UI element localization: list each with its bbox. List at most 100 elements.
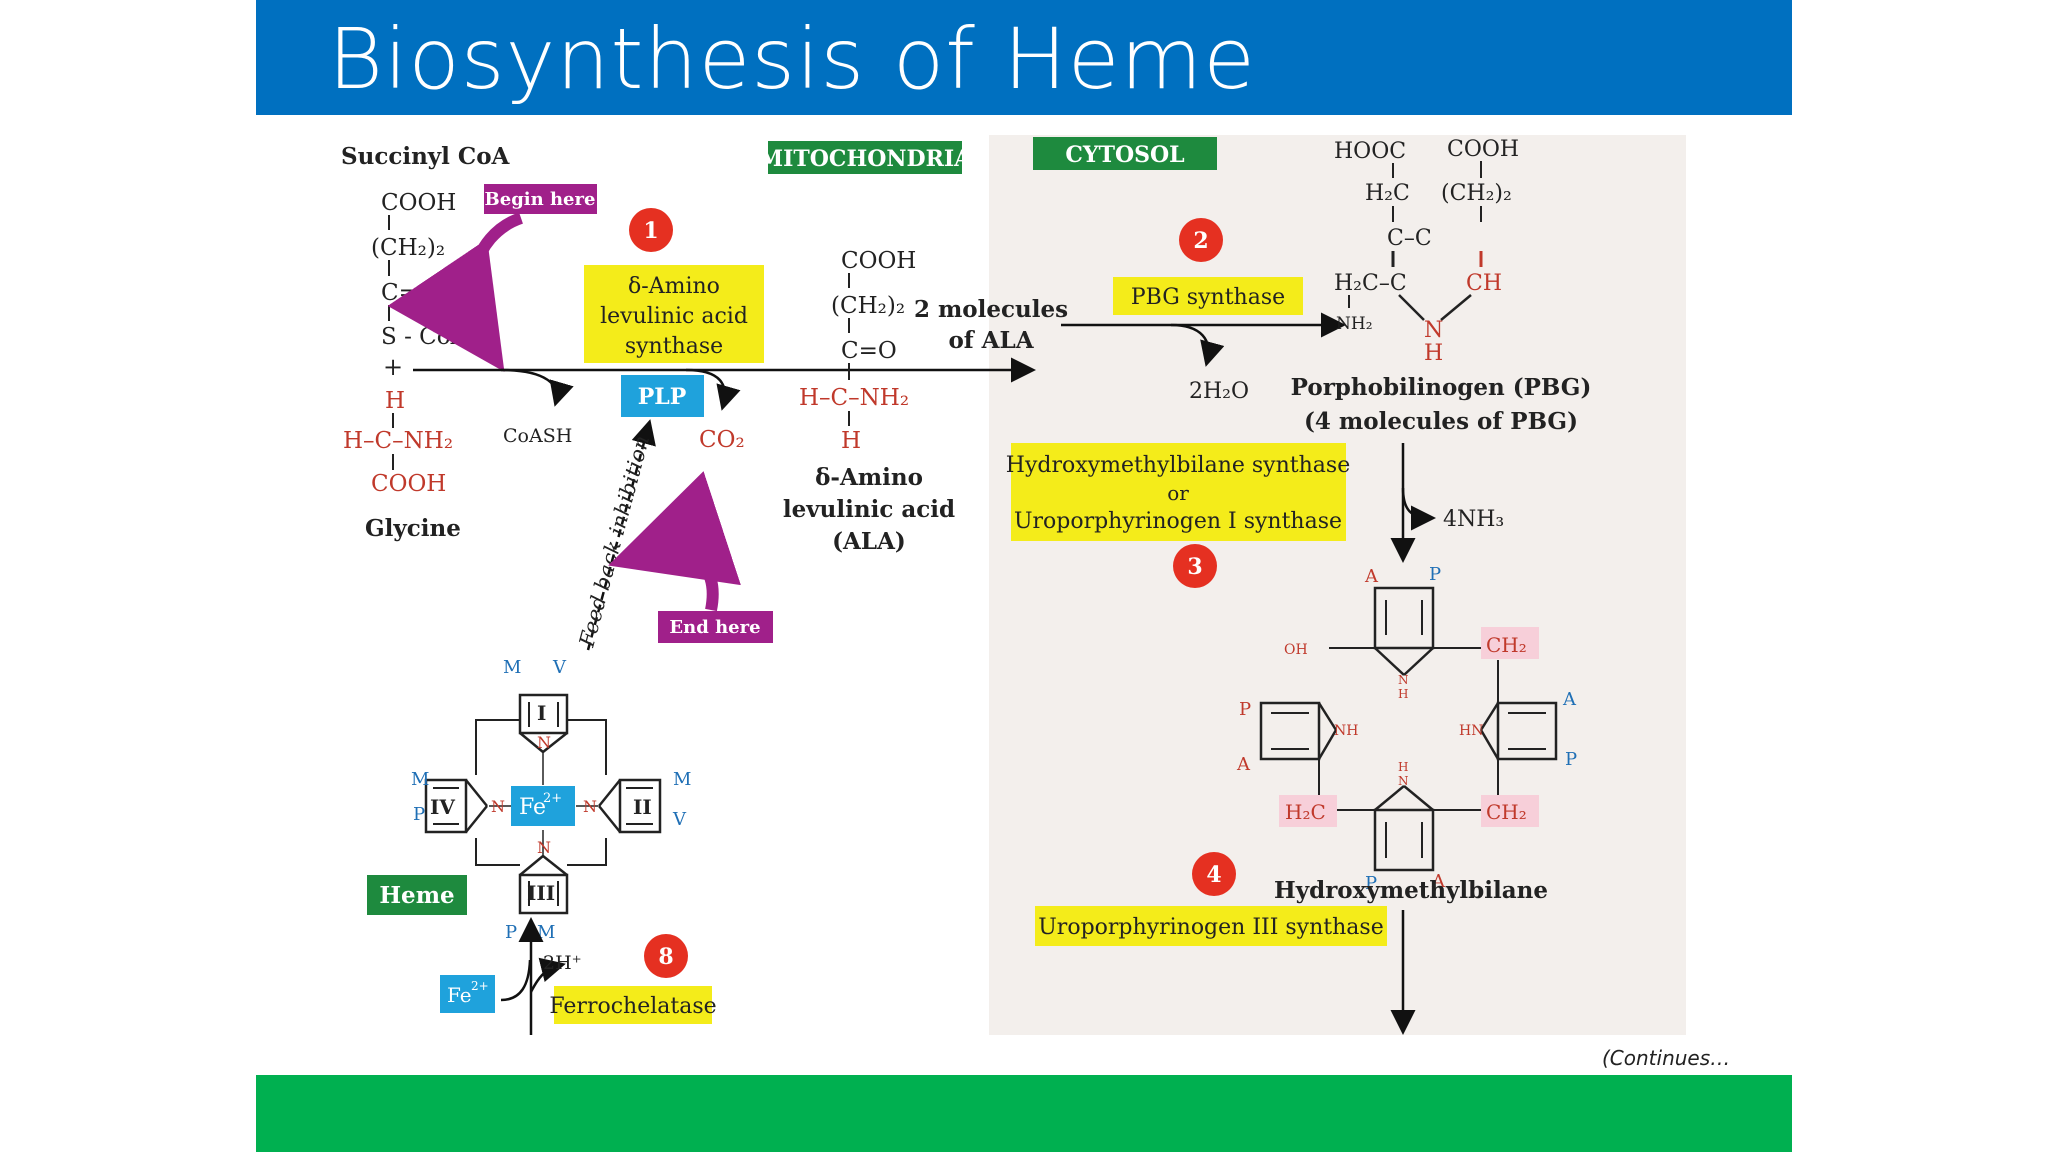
hmb-label-n-top: N	[1398, 673, 1409, 687]
pbg-h: H	[1424, 341, 1443, 366]
step-8-badge	[644, 934, 688, 978]
ala-line-3: C=O	[841, 338, 897, 364]
step-2-number: 2	[1193, 228, 1208, 254]
hmb-label-ch2-top: CH₂	[1486, 633, 1527, 657]
enzyme-1-line-1: δ-Amino	[628, 274, 720, 299]
heme-ring-4: IV	[430, 795, 455, 819]
end-arrow	[608, 471, 741, 612]
heme-sub-left-p: P	[413, 804, 425, 825]
title-bar: Biosynthesis of Heme	[256, 0, 1792, 115]
ala-line-5: H	[841, 428, 861, 454]
enzyme-3-line-2: or	[1167, 481, 1189, 505]
hydroxymethylbilane-structure	[1259, 586, 1558, 872]
enzyme-3-line-3: Uroporphyrinogen I synthase	[1014, 509, 1342, 534]
ammonia-label: 4NH₃	[1443, 507, 1504, 532]
enzyme-uro3-synthase-box	[1035, 906, 1387, 946]
heme-sub-top-m: M	[503, 657, 521, 678]
enzyme-4-line-1: Uroporphyrinogen III synthase	[1038, 915, 1383, 940]
feedback-label: Feed back inhibition	[574, 433, 654, 650]
succinyl-line-4: S - CoA	[381, 324, 468, 350]
hmb-label-a-right: A	[1562, 689, 1577, 710]
enzyme-8-line-1: Ferrochelatase	[549, 994, 716, 1019]
cytosol-background	[989, 135, 1686, 1035]
fe-input-label: Fe	[447, 983, 472, 1007]
plus-sign: +	[383, 353, 403, 381]
fe-input-box	[440, 975, 495, 1013]
plp-box	[621, 375, 704, 417]
step-1-number: 1	[643, 218, 658, 244]
hmb-label-h-top: H	[1398, 687, 1408, 701]
glycine-h-top: H	[385, 388, 405, 414]
glycine-line: H–C–NH₂	[343, 428, 453, 454]
heme-n-bottom: N	[537, 838, 551, 857]
hmb-label-ch2-bottom: CH₂	[1486, 800, 1527, 824]
hmb-label-p-right: P	[1565, 749, 1577, 770]
pbg-cooh: COOH	[1447, 137, 1519, 162]
heme-ring-3: III	[527, 881, 555, 905]
pbg-ch: CH	[1466, 271, 1502, 296]
plp-label: PLP	[638, 384, 687, 410]
ala-line-1: COOH	[841, 248, 916, 274]
co2-label: CO₂	[699, 427, 745, 453]
ala-line-4: H–C–NH₂	[799, 385, 909, 411]
mitochondria-label-box	[768, 141, 962, 174]
step-2-badge	[1179, 218, 1223, 262]
water-label: 2H₂O	[1189, 379, 1249, 404]
end-here-box	[658, 611, 773, 643]
hmb-label-n-bottom: N	[1398, 774, 1409, 788]
pathway-diagram: MITOCHONDRIA CYTOSOL Succinyl CoA COOH (…	[341, 137, 1592, 1035]
hmb-label-h2c: H₂C	[1285, 800, 1326, 824]
ala-name-2: levulinic acid	[783, 496, 955, 523]
pbg-n: N	[1424, 318, 1443, 343]
two-molecules-2: of ALA	[948, 327, 1034, 354]
heme-structure	[424, 693, 662, 915]
heme-n-top: N	[537, 733, 551, 752]
pbg-ch2-2: (CH₂)₂	[1441, 181, 1512, 206]
hmb-label-p1: P	[1429, 564, 1441, 585]
cytosol-label: CYTOSOL	[1065, 142, 1184, 168]
heme-sub-right-v: V	[672, 809, 687, 830]
enzyme-1-line-3: synthase	[625, 334, 723, 359]
pbg-nh2: NH₂	[1336, 314, 1373, 334]
succinyl-line-3: C=O	[381, 280, 437, 306]
heme-n-right: N	[583, 797, 597, 816]
enzyme-hmb-synthase-box	[1011, 443, 1346, 541]
two-molecules-1: 2 molecules	[914, 296, 1068, 323]
mitochondria-label: MITOCHONDRIA	[759, 146, 972, 172]
step-4-number: 4	[1206, 862, 1221, 888]
heme-ring-2: II	[633, 795, 652, 819]
heme-sub-left-m: M	[411, 769, 429, 790]
hmb-label-h-bottom: H	[1398, 760, 1408, 774]
hmb-label-oh: OH	[1284, 642, 1308, 658]
heme-fe-label: Fe	[519, 795, 546, 820]
ala-line-2: (CH₂)₂	[831, 293, 905, 319]
footer-bar	[256, 1075, 1792, 1152]
heme-label-box	[367, 875, 467, 915]
enzyme-ferrochelatase-box	[554, 986, 712, 1024]
glycine-cooh: COOH	[371, 471, 446, 497]
glycine-name: Glycine	[365, 515, 461, 542]
heme-sub-bottom-p: P	[505, 922, 517, 943]
enzyme-2-line-1: PBG synthase	[1131, 285, 1285, 310]
begin-here-label: Begin here	[485, 189, 596, 210]
pbg-hooc: HOOC	[1334, 139, 1406, 164]
slide-title: Biosynthesis of Heme	[328, 10, 1256, 108]
hmb-label-p-left: P	[1239, 699, 1251, 720]
heme-n-left: N	[491, 797, 505, 816]
heme-sub-top-v: V	[552, 657, 567, 678]
pbg-c-c: C–C	[1387, 226, 1432, 251]
enzyme-3-line-1: Hydroxymethylbilane synthase	[1006, 453, 1350, 478]
heme-ring-1: I	[537, 701, 546, 725]
heme-label: Heme	[379, 882, 454, 909]
begin-here-box	[484, 184, 597, 214]
enzyme-pbg-synthase-box	[1113, 277, 1303, 315]
coash-label: CoASH	[503, 425, 572, 447]
end-here-label: End here	[669, 617, 760, 638]
heme-sub-right-m: M	[673, 769, 691, 790]
fe-input-charge: 2+	[471, 979, 489, 993]
enzyme-ala-synthase-box	[584, 265, 764, 363]
hmb-label-a1: A	[1364, 566, 1379, 587]
succinyl-coa-name: Succinyl CoA	[341, 143, 511, 170]
pbg-h2c: H₂C	[1365, 181, 1410, 206]
pbg-name-1: Porphobilinogen (PBG)	[1291, 374, 1592, 401]
